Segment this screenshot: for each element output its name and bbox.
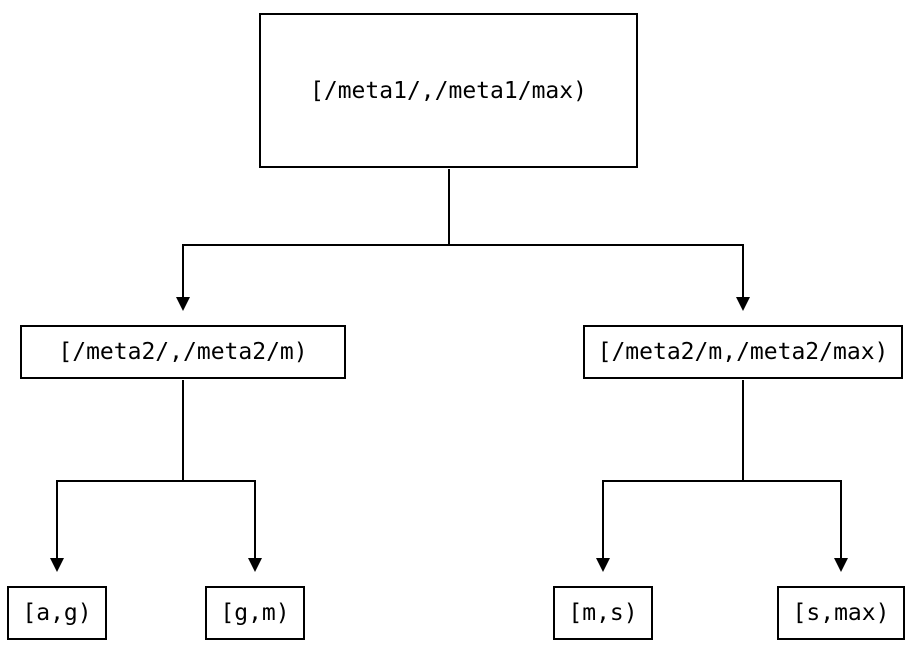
node-meta1-range: [/meta1/,/meta1/max): [259, 13, 638, 168]
edge-meta2high-stem: [602, 380, 842, 558]
arrow-down-icon: [176, 297, 190, 311]
edge-root-stem: [182, 169, 744, 297]
node-leaf-m-s: [m,s): [553, 586, 653, 640]
arrow-down-icon: [834, 558, 848, 572]
node-meta2-low-range: [/meta2/,/meta2/m): [20, 325, 346, 379]
edge-meta2low-stem: [56, 380, 256, 558]
node-leaf-a-g: [a,g): [7, 586, 107, 640]
arrow-down-icon: [50, 558, 64, 572]
node-label: [a,g): [22, 600, 92, 626]
node-label: [s,max): [792, 600, 890, 626]
node-label: [m,s): [568, 600, 638, 626]
node-label: [/meta1/,/meta1/max): [310, 77, 587, 104]
node-label: [/meta2/,/meta2/m): [58, 339, 308, 365]
arrow-down-icon: [736, 297, 750, 311]
arrow-down-icon: [596, 558, 610, 572]
node-label: [g,m): [220, 600, 290, 626]
node-leaf-s-max: [s,max): [777, 586, 905, 640]
arrow-down-icon: [248, 558, 262, 572]
node-meta2-high-range: [/meta2/m,/meta2/max): [583, 325, 903, 379]
node-label: [/meta2/m,/meta2/max): [597, 339, 889, 365]
node-leaf-g-m: [g,m): [205, 586, 305, 640]
